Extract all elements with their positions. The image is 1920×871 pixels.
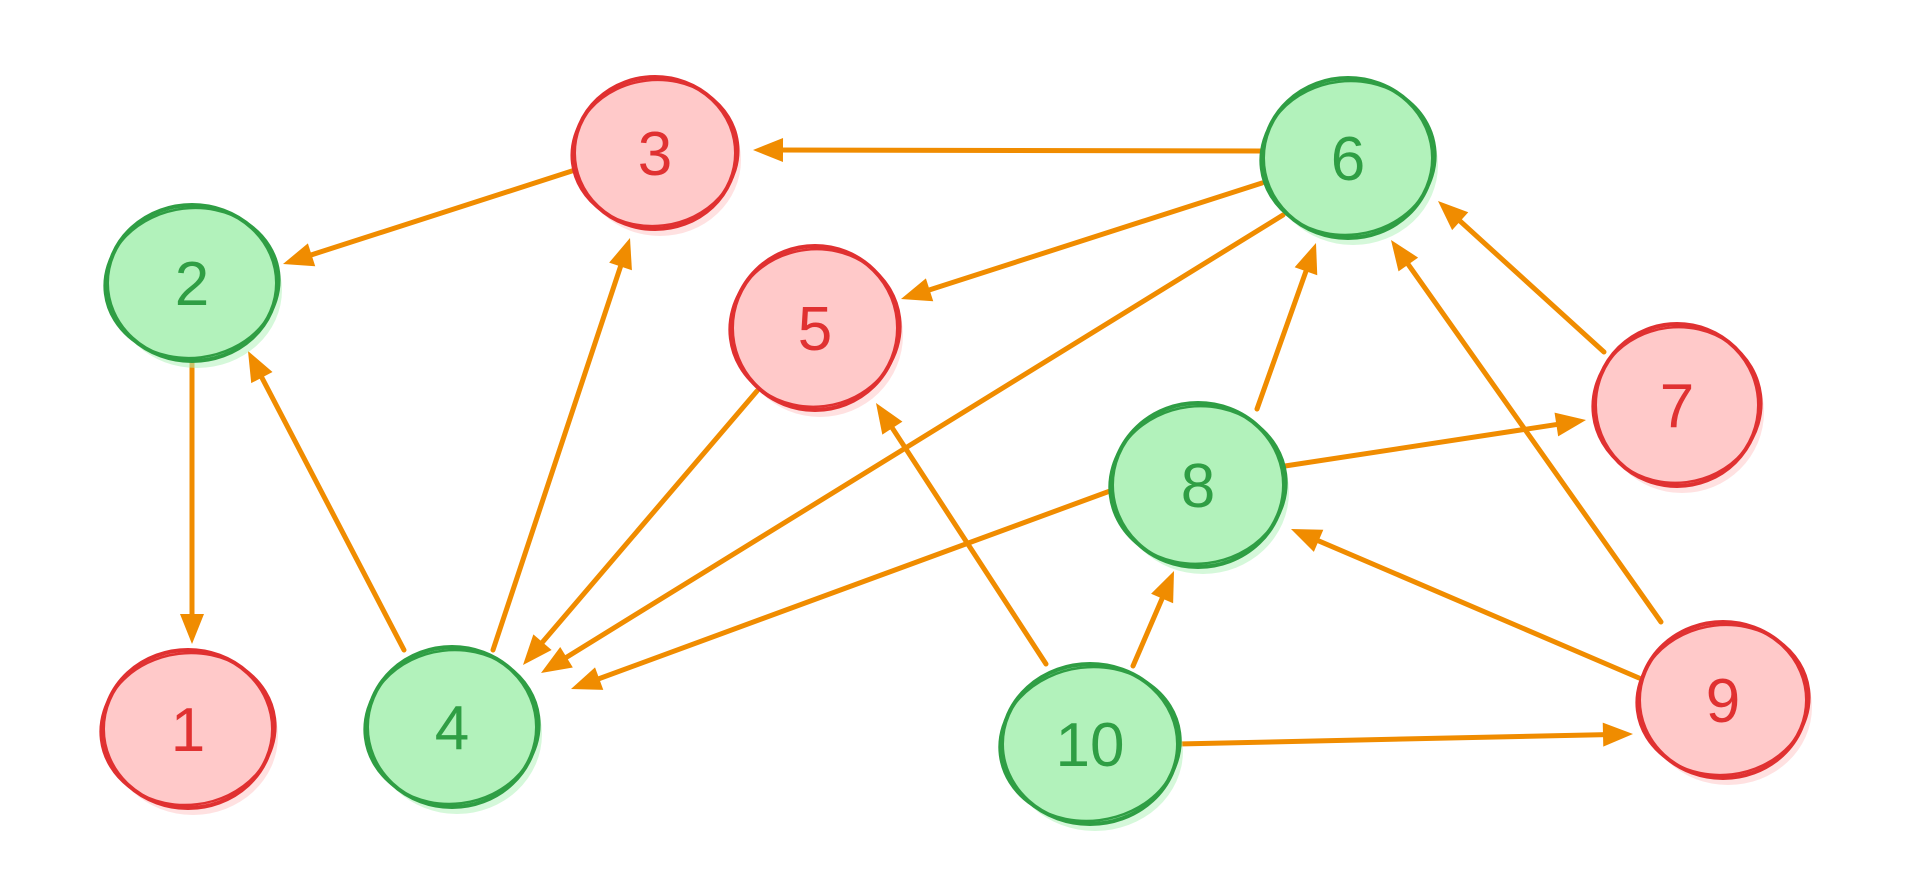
edge-6-5[interactable]	[901, 180, 1265, 302]
arrowhead-icon	[1438, 201, 1469, 231]
arrow-shaft	[490, 255, 626, 653]
edge-5-4[interactable]	[523, 388, 760, 665]
node-sketch-outline	[99, 651, 277, 807]
arrow-shaft	[884, 418, 1049, 667]
edge-8-4[interactable]	[571, 488, 1113, 690]
arrow-shaft	[255, 367, 407, 653]
arrowhead-icon	[753, 138, 784, 163]
arrowhead-icon	[541, 647, 573, 673]
arrow-shaft	[1307, 534, 1642, 681]
arrowhead-icon	[1294, 243, 1318, 276]
edge-10-9[interactable]	[1175, 722, 1633, 747]
arrow-shaft	[1175, 731, 1615, 747]
edge-3-2[interactable]	[283, 167, 578, 267]
node-circle	[572, 75, 738, 231]
node-7[interactable]: 7	[1584, 318, 1771, 493]
node-circle	[105, 203, 279, 363]
node-10[interactable]: 10	[991, 657, 1190, 832]
arrowhead-icon	[876, 403, 903, 435]
edge-8-7[interactable]	[1282, 412, 1586, 469]
node-9[interactable]: 9	[1628, 615, 1818, 785]
edge-10-8[interactable]	[1130, 571, 1174, 669]
node-5[interactable]: 5	[721, 239, 910, 417]
arrowhead-icon	[283, 243, 316, 267]
arrowhead-icon	[1602, 722, 1633, 747]
node-sketch-outline	[1591, 325, 1763, 485]
node-sketch-outline	[1259, 79, 1437, 237]
arrow-shaft	[534, 388, 760, 652]
arrowhead-icon	[180, 614, 204, 644]
node-2[interactable]: 2	[96, 198, 288, 368]
node-circle	[1261, 76, 1435, 240]
node-circle	[1593, 322, 1761, 488]
arrowhead-icon	[1554, 412, 1586, 437]
node-sketch-outline	[103, 206, 281, 360]
edge-9-6[interactable]	[1391, 240, 1664, 625]
arrowhead-icon	[1151, 571, 1174, 604]
node-4[interactable]: 4	[356, 640, 549, 814]
edge-9-8[interactable]	[1291, 529, 1642, 681]
node-circle	[365, 645, 539, 809]
arrowhead-icon	[523, 634, 552, 665]
node-sketch-outline	[1635, 623, 1811, 777]
node-label: 8	[1181, 452, 1215, 521]
node-6[interactable]: 6	[1252, 71, 1445, 245]
arrow-shaft	[918, 180, 1265, 296]
node-label: 1	[171, 696, 205, 765]
node-sketch-outline	[570, 78, 740, 228]
node-3[interactable]: 3	[563, 70, 746, 236]
arrow-shaft	[1400, 254, 1664, 625]
edge-4-3[interactable]	[490, 238, 632, 653]
node-circle	[730, 244, 900, 412]
arrow-shaft	[300, 167, 578, 261]
node-8[interactable]: 8	[1100, 396, 1295, 574]
node-label: 7	[1660, 372, 1694, 441]
edge-8-6[interactable]	[1254, 243, 1318, 412]
edge-6-4[interactable]	[541, 212, 1286, 673]
edge-7-6[interactable]	[1438, 201, 1607, 355]
arrow-shaft	[588, 488, 1113, 685]
arrowhead-icon	[1391, 240, 1419, 272]
arrow-shaft	[1282, 420, 1568, 469]
edge-4-2[interactable]	[248, 351, 407, 653]
node-circle	[1110, 401, 1286, 569]
node-label: 4	[435, 694, 469, 763]
arrowhead-icon	[901, 278, 934, 302]
arrow-shaft	[556, 212, 1286, 665]
arrowhead-icon	[609, 238, 632, 271]
edge-2-1[interactable]	[180, 359, 204, 644]
node-sketch-outline	[1108, 404, 1288, 566]
arrow-shaft	[1130, 587, 1169, 669]
node-circle	[1000, 662, 1180, 826]
node-sketch-outline	[998, 665, 1182, 823]
node-label: 5	[798, 295, 832, 364]
arrowhead-icon	[571, 667, 604, 690]
node-label: 2	[175, 250, 209, 319]
edge-6-3[interactable]	[753, 138, 1265, 163]
node-sketch-outline	[728, 247, 902, 409]
edge-10-5[interactable]	[876, 403, 1049, 667]
node-label: 9	[1706, 667, 1740, 736]
node-circle	[1637, 620, 1809, 780]
node-1[interactable]: 1	[92, 643, 284, 815]
arrowhead-icon	[1291, 529, 1324, 552]
node-label: 6	[1331, 125, 1365, 194]
arrow-shaft	[1451, 212, 1607, 355]
node-sketch-outline	[363, 648, 541, 806]
arrow-shaft	[771, 147, 1265, 154]
node-circle	[101, 648, 275, 810]
node-label: 10	[1056, 711, 1125, 780]
node-label: 3	[638, 120, 672, 189]
arrow-shaft	[1254, 260, 1312, 412]
arrowhead-icon	[248, 351, 273, 384]
